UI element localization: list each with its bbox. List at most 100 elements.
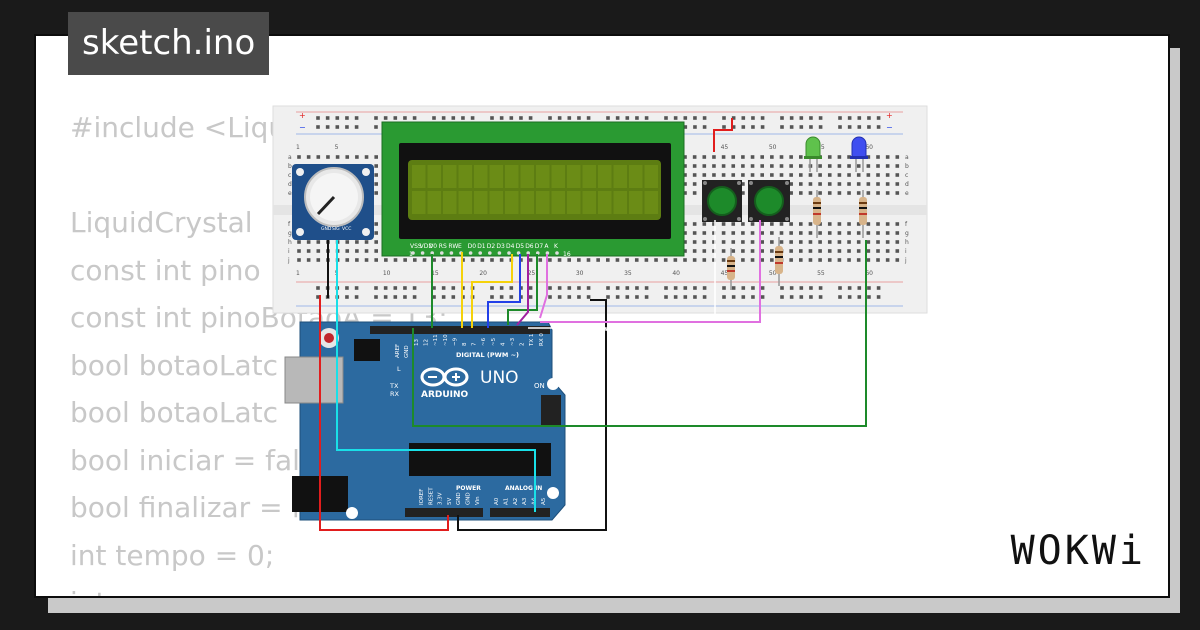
pot-pin-sig: SIG <box>332 226 340 232</box>
breadboard-hole <box>866 258 871 262</box>
breadboard-hole <box>779 173 784 177</box>
lcd-pin-label: VSS <box>410 243 422 250</box>
breadboard-hole <box>731 164 736 168</box>
breadboard-hole <box>895 240 900 244</box>
breadboard-hole <box>297 155 301 159</box>
breadboard-rail-hole <box>412 116 417 120</box>
lcd-pin <box>478 251 483 255</box>
lcd-pin <box>516 251 521 255</box>
arduino-digital-pin: 4 <box>500 342 506 346</box>
breadboard-hole <box>741 249 745 253</box>
breadboard-rail-hole <box>731 125 736 129</box>
breadboard-row-label: g <box>905 230 909 237</box>
lcd-cell <box>520 191 534 214</box>
breadboard-hole <box>876 249 880 253</box>
arduino-power-label: POWER <box>456 485 481 492</box>
potentiometer: GND SIG VCC <box>292 164 374 240</box>
breadboard-hole <box>374 164 378 168</box>
breadboard-hole <box>712 155 716 159</box>
breadboard-hole <box>548 258 552 262</box>
arduino-digital-pin: ~6 <box>481 337 487 346</box>
breadboard-hole <box>818 191 822 195</box>
breadboard-rail-hole <box>799 125 804 129</box>
breadboard-hole <box>741 231 745 235</box>
breadboard-rail-hole <box>548 286 552 290</box>
lcd-cell <box>474 191 488 214</box>
breadboard-rail-hole <box>412 286 417 290</box>
breadboard-hole <box>345 249 350 253</box>
breadboard-rail-hole <box>847 116 852 120</box>
breadboard-hole <box>692 173 697 177</box>
arduino-digital-pin: TX 1 <box>529 334 535 347</box>
breadboard-rail-hole <box>857 286 862 290</box>
arduino-digital-pin: ~10 <box>443 334 449 346</box>
breadboard-rail-hole <box>857 125 862 129</box>
lcd-cell <box>536 165 550 188</box>
breadboard-rail-hole <box>644 116 649 120</box>
breadboard-rail-hole <box>867 116 871 120</box>
breadboard-hole <box>702 155 707 159</box>
breadboard-rail-hole <box>393 286 398 290</box>
breadboard-hole <box>721 249 726 253</box>
breadboard-hole <box>393 258 398 262</box>
lcd-cell <box>505 191 519 214</box>
arduino-analog-pin: A0 <box>494 497 500 505</box>
breadboard-rail-hole <box>789 116 794 120</box>
breadboard-rail-hole <box>876 116 881 120</box>
breadboard-hole <box>856 258 861 262</box>
breadboard-rail-hole <box>644 295 649 299</box>
wires <box>319 118 867 531</box>
breadboard-rail-hole <box>876 125 881 129</box>
breadboard-hole <box>306 240 311 244</box>
breadboard-rail-hole <box>509 116 514 120</box>
lcd-cell <box>582 191 596 214</box>
breadboard-hole <box>750 249 755 253</box>
breadboard-rail-hole <box>693 125 697 129</box>
breadboard-hole <box>770 155 774 159</box>
led-blue <box>850 136 868 172</box>
breadboard-rail-hole <box>722 116 726 120</box>
breadboard-hole <box>847 240 851 244</box>
lcd-pin-label: D3 <box>496 243 505 250</box>
breadboard-hole <box>721 240 726 244</box>
breadboard-hole <box>297 240 301 244</box>
pot-pin-gnd: GND <box>321 226 332 232</box>
arduino-analog-pin: A1 <box>503 498 509 505</box>
breadboard-hole <box>876 231 880 235</box>
breadboard-rail-hole <box>606 116 610 120</box>
breadboard-hole <box>789 191 793 195</box>
breadboard-hole <box>750 155 755 159</box>
breadboard-rail-hole <box>722 295 726 299</box>
breadboard-hole <box>760 249 764 253</box>
lcd-cell <box>598 191 612 214</box>
arduino-digital-pin: 7 <box>472 342 478 346</box>
breadboard-hole <box>895 249 900 253</box>
breadboard-rail-hole <box>374 116 378 120</box>
breadboard-hole <box>866 164 871 168</box>
breadboard-hole <box>837 231 842 235</box>
breadboard-rail-hole <box>470 116 475 120</box>
breadboard-hole <box>355 249 359 253</box>
arduino-analog-pin: A2 <box>513 498 519 505</box>
breadboard-hole <box>856 191 861 195</box>
lcd-pin <box>545 251 550 255</box>
breadboard-hole <box>750 173 755 177</box>
breadboard-hole <box>750 164 755 168</box>
breadboard-hole <box>789 173 793 177</box>
lcd-cell <box>613 191 627 214</box>
breadboard-rail-hole <box>741 116 746 120</box>
breadboard-hole <box>866 249 871 253</box>
breadboard-rail-hole <box>722 286 726 290</box>
breadboard-rail-hole <box>528 286 533 290</box>
breadboard-rail-hole <box>345 286 349 290</box>
breadboard-hole <box>683 258 687 262</box>
breadboard-rail-hole <box>383 295 388 299</box>
breadboard-hole <box>721 155 726 159</box>
breadboard-rail-hole <box>412 295 417 299</box>
arduino-digital-pin: 2 <box>520 343 526 347</box>
breadboard-column-label: 50 <box>769 270 777 277</box>
breadboard-hole <box>818 258 822 262</box>
breadboard-rail-hole <box>451 116 456 120</box>
breadboard-hole <box>885 173 890 177</box>
